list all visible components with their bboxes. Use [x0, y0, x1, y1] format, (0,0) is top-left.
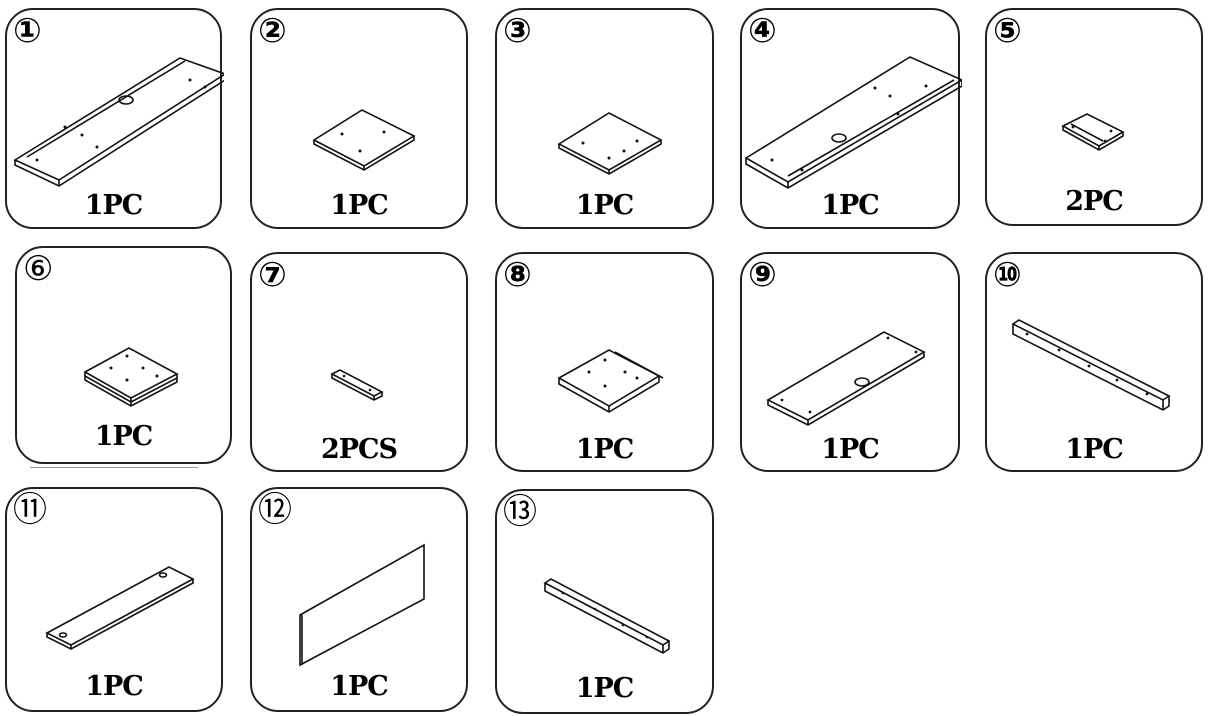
narrow-strip-drawing — [330, 369, 384, 401]
part-quantity-9: 1PC — [821, 434, 880, 465]
part-quantity-3: 1PC — [575, 190, 635, 221]
square-panel-with-cleats-drawing — [83, 347, 179, 407]
part-quantity-1: 1PC — [84, 190, 144, 221]
long-shelf-drawing — [45, 566, 195, 650]
small-panel-drawing — [1061, 113, 1125, 151]
part-card-4: ④ 1PC — [740, 8, 962, 229]
part-quantity-7: 2PCS — [320, 434, 398, 465]
part-card-2: ② 1PC — [250, 8, 468, 229]
square-panel-drawing — [557, 112, 663, 175]
part-card-9: ⑨ 1PC — [740, 252, 960, 472]
part-number-13: ⑬ — [503, 492, 537, 532]
part-number-5: ⑤ — [993, 11, 1022, 51]
part-quantity-6: 1PC — [94, 421, 154, 452]
part-number-11: ⑪ — [13, 490, 47, 530]
part-quantity-5: 2PC — [1065, 186, 1124, 217]
medium-panel-drawing — [766, 331, 926, 426]
divider — [30, 467, 198, 468]
part-quantity-12: 1PC — [330, 671, 389, 702]
part-number-9: ⑨ — [748, 255, 777, 295]
part-card-7: ⑦ 2PCS — [250, 252, 468, 472]
part-quantity-10: 1PC — [1065, 434, 1124, 465]
part-number-2: ② — [258, 11, 287, 51]
part-card-3: ③ 1PC — [495, 8, 714, 229]
part-quantity-4: 1PC — [821, 190, 880, 221]
part-quantity-8: 1PC — [575, 434, 635, 465]
part-quantity-11: 1PC — [85, 671, 144, 702]
part-card-12: ⑫ 1PC — [250, 487, 468, 712]
part-number-1: ① — [13, 11, 42, 51]
part-card-5: ⑤ 2PC — [985, 8, 1203, 226]
part-number-4: ④ — [748, 11, 777, 51]
rail-drawing — [1011, 319, 1171, 411]
part-number-12: ⑫ — [258, 490, 292, 530]
part-quantity-13: 1PC — [575, 673, 635, 704]
part-number-8: ⑧ — [503, 255, 532, 295]
part-number-10: ⑩ — [993, 255, 1022, 295]
part-card-6: ⑥ 1PC — [15, 246, 232, 464]
long-top-panel-drawing — [13, 57, 224, 187]
square-panel-drawing — [312, 109, 416, 171]
rail-drawing — [543, 578, 671, 654]
square-panel-with-cleats-drawing — [557, 349, 664, 413]
part-quantity-2: 1PC — [330, 190, 389, 221]
part-card-8: ⑧ 1PC — [495, 252, 714, 472]
part-card-11: ⑪ 1PC — [5, 487, 223, 712]
part-number-6: ⑥ — [23, 249, 54, 289]
part-card-10: ⑩ 1PC — [985, 252, 1203, 472]
part-card-1: ① 1PC — [5, 8, 224, 229]
part-card-13: ⑬ 1PC — [495, 489, 714, 714]
part-number-3: ③ — [503, 11, 532, 51]
long-bottom-panel-drawing — [744, 56, 962, 189]
back-panel-drawing — [299, 543, 425, 667]
part-number-7: ⑦ — [258, 255, 287, 295]
